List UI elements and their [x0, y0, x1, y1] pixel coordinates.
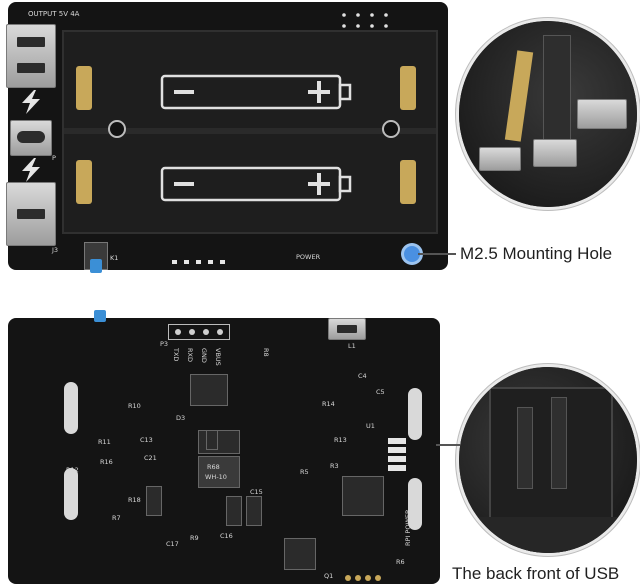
l1-label: L1: [348, 342, 356, 350]
usb-front-callout: The back front of USB: [452, 564, 620, 583]
k1-switch: [84, 242, 108, 273]
usb-front-leader: [436, 444, 460, 446]
battery-polarity-icon: [160, 164, 354, 204]
silk-label: C13: [140, 436, 153, 444]
k1-label: K1: [110, 254, 119, 262]
j3-label: J3: [52, 246, 59, 254]
silk-label: R9: [190, 534, 199, 542]
lightning-icon-2: [16, 158, 46, 182]
p3-label: P3: [160, 340, 169, 348]
silk-label: R13: [334, 436, 347, 444]
header-pin-label: GND: [200, 348, 208, 363]
silk-label: C17: [166, 540, 179, 548]
ic-chip: [198, 430, 240, 454]
mounting-hole-callout: M2.5 Mounting Hole: [460, 244, 613, 263]
silk-label: R12: [66, 466, 79, 474]
header-pads: [168, 324, 230, 340]
mounting-hole-leader: [418, 253, 456, 255]
capacitor: [146, 486, 162, 516]
silk-label: R5: [300, 468, 309, 476]
inductor-marking: R68: [207, 463, 220, 471]
silk-label: C16: [220, 532, 233, 540]
bottom-board: P3 TXD RXD GND VBUS R8 L1 R68 WH-10 R14 …: [8, 310, 440, 584]
silk-label: C15: [250, 488, 263, 496]
oval-slot: [408, 388, 422, 440]
battery-contact: [76, 66, 92, 110]
silk-label: C5: [376, 388, 385, 396]
inset-holder-detail: [456, 18, 640, 210]
ic-chip: [342, 476, 384, 516]
r8-label: R8: [262, 348, 270, 357]
q1-label: Q1: [324, 572, 334, 580]
silk-label: C21: [144, 454, 157, 462]
screw-hole: [382, 120, 400, 138]
screw-hole: [108, 120, 126, 138]
capacitor: [226, 496, 242, 526]
silk-label: R7: [112, 514, 121, 522]
silk-label: R11: [98, 438, 111, 446]
oval-slot: [64, 382, 78, 434]
usb-port-top: [6, 24, 56, 88]
header-pin-label: RXD: [186, 348, 194, 362]
capacitor: [206, 430, 218, 450]
silk-label: R16: [100, 458, 113, 466]
output-label: OUTPUT 5V 4A: [28, 10, 80, 18]
usb-port-bottom: [6, 182, 56, 246]
silk-label: C4: [358, 372, 367, 380]
silk-label: D3: [176, 414, 186, 422]
top-board: OUTPUT 5V 4A P J3: [6, 2, 448, 273]
oval-slot: [64, 468, 78, 520]
inductor: R68 WH-10: [198, 456, 240, 488]
led-bar: [386, 436, 408, 472]
gold-pins: [342, 570, 382, 581]
mounting-hole: [404, 246, 420, 262]
micro-usb-port: [328, 318, 366, 340]
silk-label: R3: [330, 462, 339, 470]
power-label: POWER: [296, 253, 321, 261]
battery-holder: [62, 30, 438, 234]
led-indicators: [170, 254, 230, 264]
u1-label: U1: [366, 422, 375, 430]
battery-polarity-icon: [160, 72, 354, 112]
ic-chip: [284, 538, 316, 570]
battery-contact: [400, 160, 416, 204]
silk-label: R18: [128, 496, 141, 504]
header-pin-label: TXD: [172, 348, 180, 362]
usb-c-port: [10, 120, 52, 156]
silk-label: R14: [322, 400, 335, 408]
silk-label: R6: [396, 558, 405, 566]
p-label: P: [52, 154, 56, 162]
battery-contact: [400, 66, 416, 110]
silk-label: R10: [128, 402, 141, 410]
capacitor: [246, 496, 262, 526]
ic-chip: [190, 374, 228, 406]
inductor-marking-2: WH-10: [205, 473, 227, 481]
rpi-power-label: RPI POWER: [404, 509, 412, 546]
lightning-icon: [16, 90, 46, 114]
inset-usb-detail: [456, 364, 640, 556]
battery-contact: [76, 160, 92, 204]
via-dots: [338, 10, 408, 32]
oval-slot: [408, 478, 422, 530]
header-pin-label: VBUS: [214, 348, 222, 366]
